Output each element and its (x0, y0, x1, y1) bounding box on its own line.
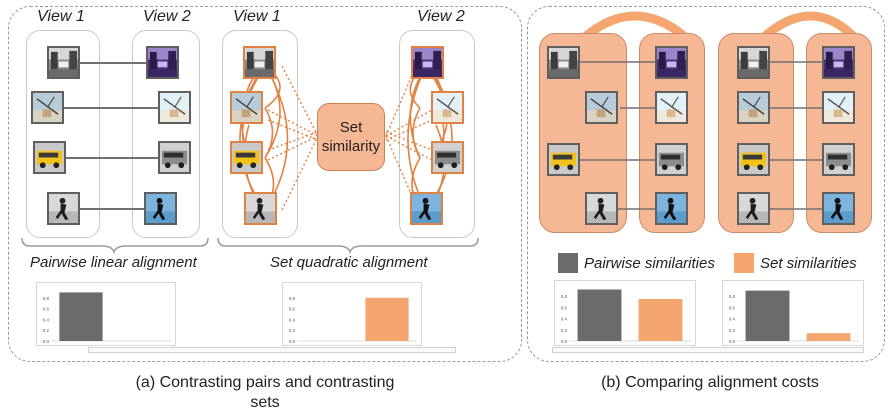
set-view1-label: View 1 (233, 8, 281, 25)
pairwise-view2-label: View 2 (143, 8, 191, 25)
thumb-bus (33, 141, 66, 174)
panel-a-scroll-strip (88, 347, 456, 353)
y-tick-label: 0.6 (729, 305, 736, 310)
y-tick-label: 0.2 (289, 328, 296, 333)
pairwise-view1-label: View 1 (37, 8, 85, 25)
set-box-line1: Set (339, 119, 363, 136)
caption-a-line2: sets (250, 394, 280, 411)
set-similarity-box: Set similarity (317, 103, 385, 171)
thumb-clock (31, 91, 64, 124)
thumb-set-skater-blue (410, 192, 443, 225)
thumb-bus-gray (158, 141, 191, 174)
y-tick-label: 0.2 (729, 328, 736, 333)
thumb-skater (47, 192, 80, 225)
b-thumb-clock-light-2 (822, 91, 855, 124)
y-tick-label: 0.6 (43, 307, 50, 312)
b-thumb-street-2 (737, 46, 770, 79)
y-tick-label: 0.2 (43, 328, 50, 333)
y-tick-label: 0.4 (561, 317, 568, 322)
b-thumb-clock-light-1 (655, 91, 688, 124)
thumb-set-street (243, 46, 276, 79)
chart-set-a: 0.0 0.2 0.4 0.6 0.8 (282, 282, 422, 346)
y-tick-label: 0.0 (289, 339, 296, 344)
y-tick-label: 0.8 (561, 294, 568, 299)
b-thumb-street-1 (547, 46, 580, 79)
y-tick-label: 0.4 (43, 317, 50, 322)
bar-pairwise (745, 290, 790, 341)
panel-b (527, 6, 885, 362)
y-tick-label: 0.8 (289, 296, 296, 301)
b-thumb-bus-1 (547, 143, 580, 176)
b-thumb-skater-1 (585, 192, 618, 225)
set-box-line2: similarity (321, 138, 381, 155)
b-thumb-clock-2 (737, 91, 770, 124)
thumb-set-skater (244, 192, 277, 225)
y-tick-label: 0.4 (729, 317, 736, 322)
thumb-skater-blue (144, 192, 177, 225)
panel-a (8, 6, 522, 362)
thumb-street-purple (146, 46, 179, 79)
thumb-street-gray (47, 46, 80, 79)
y-tick-label: 0.0 (43, 339, 50, 344)
legend-set-swatch (734, 253, 754, 273)
thumb-set-clock-light (431, 91, 464, 124)
bar-set (638, 299, 683, 341)
y-tick-label: 0.8 (43, 296, 50, 301)
b-thumb-bus-2 (737, 143, 770, 176)
b-thumb-street-purple-1 (655, 46, 688, 79)
y-tick-label: 0.2 (561, 328, 568, 333)
legend-set-label: Set similarities (760, 255, 857, 272)
chart-b-1: 0.0 0.2 0.4 0.6 0.8 (554, 280, 696, 346)
bar-pairwise (59, 292, 103, 341)
legend-pairwise-label: Pairwise similarities (584, 255, 715, 272)
thumb-clock-light (158, 91, 191, 124)
caption-a: (a) Contrasting pairs and contrasting se… (100, 373, 430, 413)
panel-b-scroll-strip (552, 347, 864, 353)
caption-b: (b) Comparing alignment costs (601, 374, 819, 391)
thumb-set-bus-gray (431, 141, 464, 174)
y-tick-label: 0.4 (289, 317, 296, 322)
pairwise-alignment-label: Pairwise linear alignment (30, 254, 197, 271)
chart-pairwise-a: 0.0 0.2 0.4 0.6 0.8 (36, 282, 176, 346)
set-view2-label: View 2 (417, 8, 465, 25)
b-thumb-skater-blue-1 (655, 192, 688, 225)
b-thumb-skater-blue-2 (822, 192, 855, 225)
b-thumb-bus-gray-1 (655, 143, 688, 176)
bar-set (806, 333, 851, 341)
y-tick-label: 0.6 (289, 307, 296, 312)
b-thumb-skater-2 (737, 192, 770, 225)
b-thumb-bus-gray-2 (822, 143, 855, 176)
b-thumb-clock-1 (585, 91, 618, 124)
y-tick-label: 0.0 (561, 339, 568, 344)
y-tick-label: 0.8 (729, 294, 736, 299)
thumb-set-street-purple (411, 46, 444, 79)
thumb-set-clock (230, 91, 263, 124)
chart-b-2: 0.0 0.2 0.4 0.6 0.8 (722, 280, 864, 346)
set-alignment-label: Set quadratic alignment (270, 254, 428, 271)
y-tick-label: 0.0 (729, 339, 736, 344)
legend-pairwise-swatch (558, 253, 578, 273)
b-thumb-street-purple-2 (822, 46, 855, 79)
bar-pairwise (577, 289, 622, 341)
thumb-set-bus (230, 141, 263, 174)
bar-set (365, 297, 409, 341)
y-tick-label: 0.6 (561, 305, 568, 310)
caption-a-line1: (a) Contrasting pairs and contrasting (135, 374, 395, 391)
